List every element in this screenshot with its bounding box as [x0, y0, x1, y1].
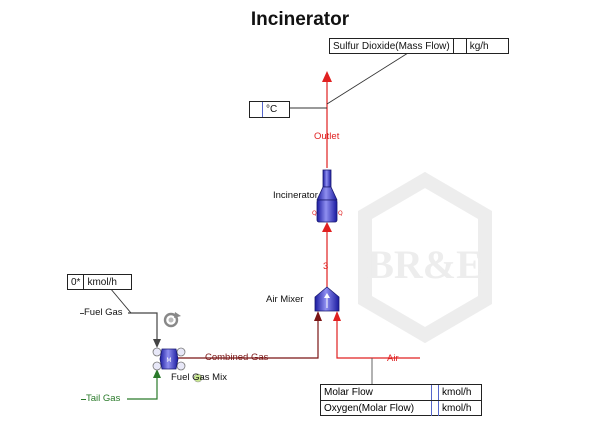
sulfur-dioxide-label: Sulfur Dioxide(Mass Flow) — [333, 40, 450, 52]
air-molar-flow-label: Molar Flow — [324, 387, 373, 398]
fuel-leader-line — [109, 287, 132, 314]
incinerator-label[interactable]: Incinerator — [273, 190, 318, 201]
combined-gas-label[interactable]: Combined Gas — [205, 352, 269, 363]
air-molar-flow-unit: kmol/h — [442, 387, 472, 398]
svg-text:Q: Q — [338, 210, 343, 217]
fuel-gas-dash — [80, 313, 84, 314]
sulfur-dioxide-box[interactable]: Sulfur Dioxide(Mass Flow) kg/h — [329, 38, 509, 54]
air-mixer-label[interactable]: Air Mixer — [266, 294, 304, 305]
svg-text:M: M — [166, 357, 171, 364]
temperature-value[interactable] — [250, 102, 262, 117]
recycle-icon[interactable] — [163, 312, 181, 328]
sulfur-leader-line — [326, 52, 409, 105]
sulfur-dioxide-value[interactable] — [452, 39, 466, 53]
air-stream[interactable] — [333, 311, 420, 359]
sulfur-dioxide-unit: kg/h — [465, 39, 492, 53]
incinerator-icon[interactable]: Q Q — [312, 169, 343, 223]
svg-text:Q: Q — [312, 210, 317, 217]
fuel-flow-value[interactable]: 0* — [71, 276, 81, 288]
air-oxygen-flow-label: Oxygen(Molar Flow) — [324, 403, 415, 414]
page-title: Incinerator — [250, 9, 350, 30]
temperature-box[interactable]: °C — [249, 101, 290, 118]
air-row-oxygen-flow: Oxygen(Molar Flow) kmol/h — [321, 401, 481, 416]
tail-gas-dash — [81, 399, 86, 400]
air-mixer-icon[interactable] — [314, 286, 340, 312]
temperature-unit: °C — [262, 102, 280, 117]
watermark-text: BR&E — [367, 242, 483, 287]
fuel-gas-mix-label[interactable]: Fuel Gas Mix — [171, 372, 227, 383]
outlet-stream[interactable] — [322, 71, 332, 168]
fuel-gas-stream[interactable] — [128, 312, 161, 348]
watermark-logo: BR&E — [358, 171, 492, 344]
fuel-gas-label[interactable]: Fuel Gas — [84, 307, 123, 318]
fuel-flow-box[interactable]: 0* kmol/h — [67, 274, 132, 290]
air-data-box[interactable]: Molar Flow kmol/h Oxygen(Molar Flow) kmo… — [320, 384, 482, 416]
air-label[interactable]: Air — [387, 353, 399, 364]
stream-3-label[interactable]: 3 — [323, 261, 329, 272]
fuel-gas-mix-icon[interactable]: M — [152, 347, 203, 383]
air-molar-flow-value[interactable] — [431, 385, 439, 400]
air-row-molar-flow: Molar Flow kmol/h — [321, 385, 481, 401]
combined-gas-stream[interactable] — [178, 311, 322, 359]
fuel-flow-unit: kmol/h — [83, 275, 119, 289]
air-oxygen-flow-value[interactable] — [431, 401, 439, 416]
outlet-label[interactable]: Outlet — [314, 131, 340, 142]
tail-gas-stream[interactable] — [127, 369, 161, 400]
air-oxygen-flow-unit: kmol/h — [442, 403, 472, 414]
stream-3[interactable] — [322, 222, 332, 288]
tail-gas-label[interactable]: Tail Gas — [86, 393, 121, 404]
